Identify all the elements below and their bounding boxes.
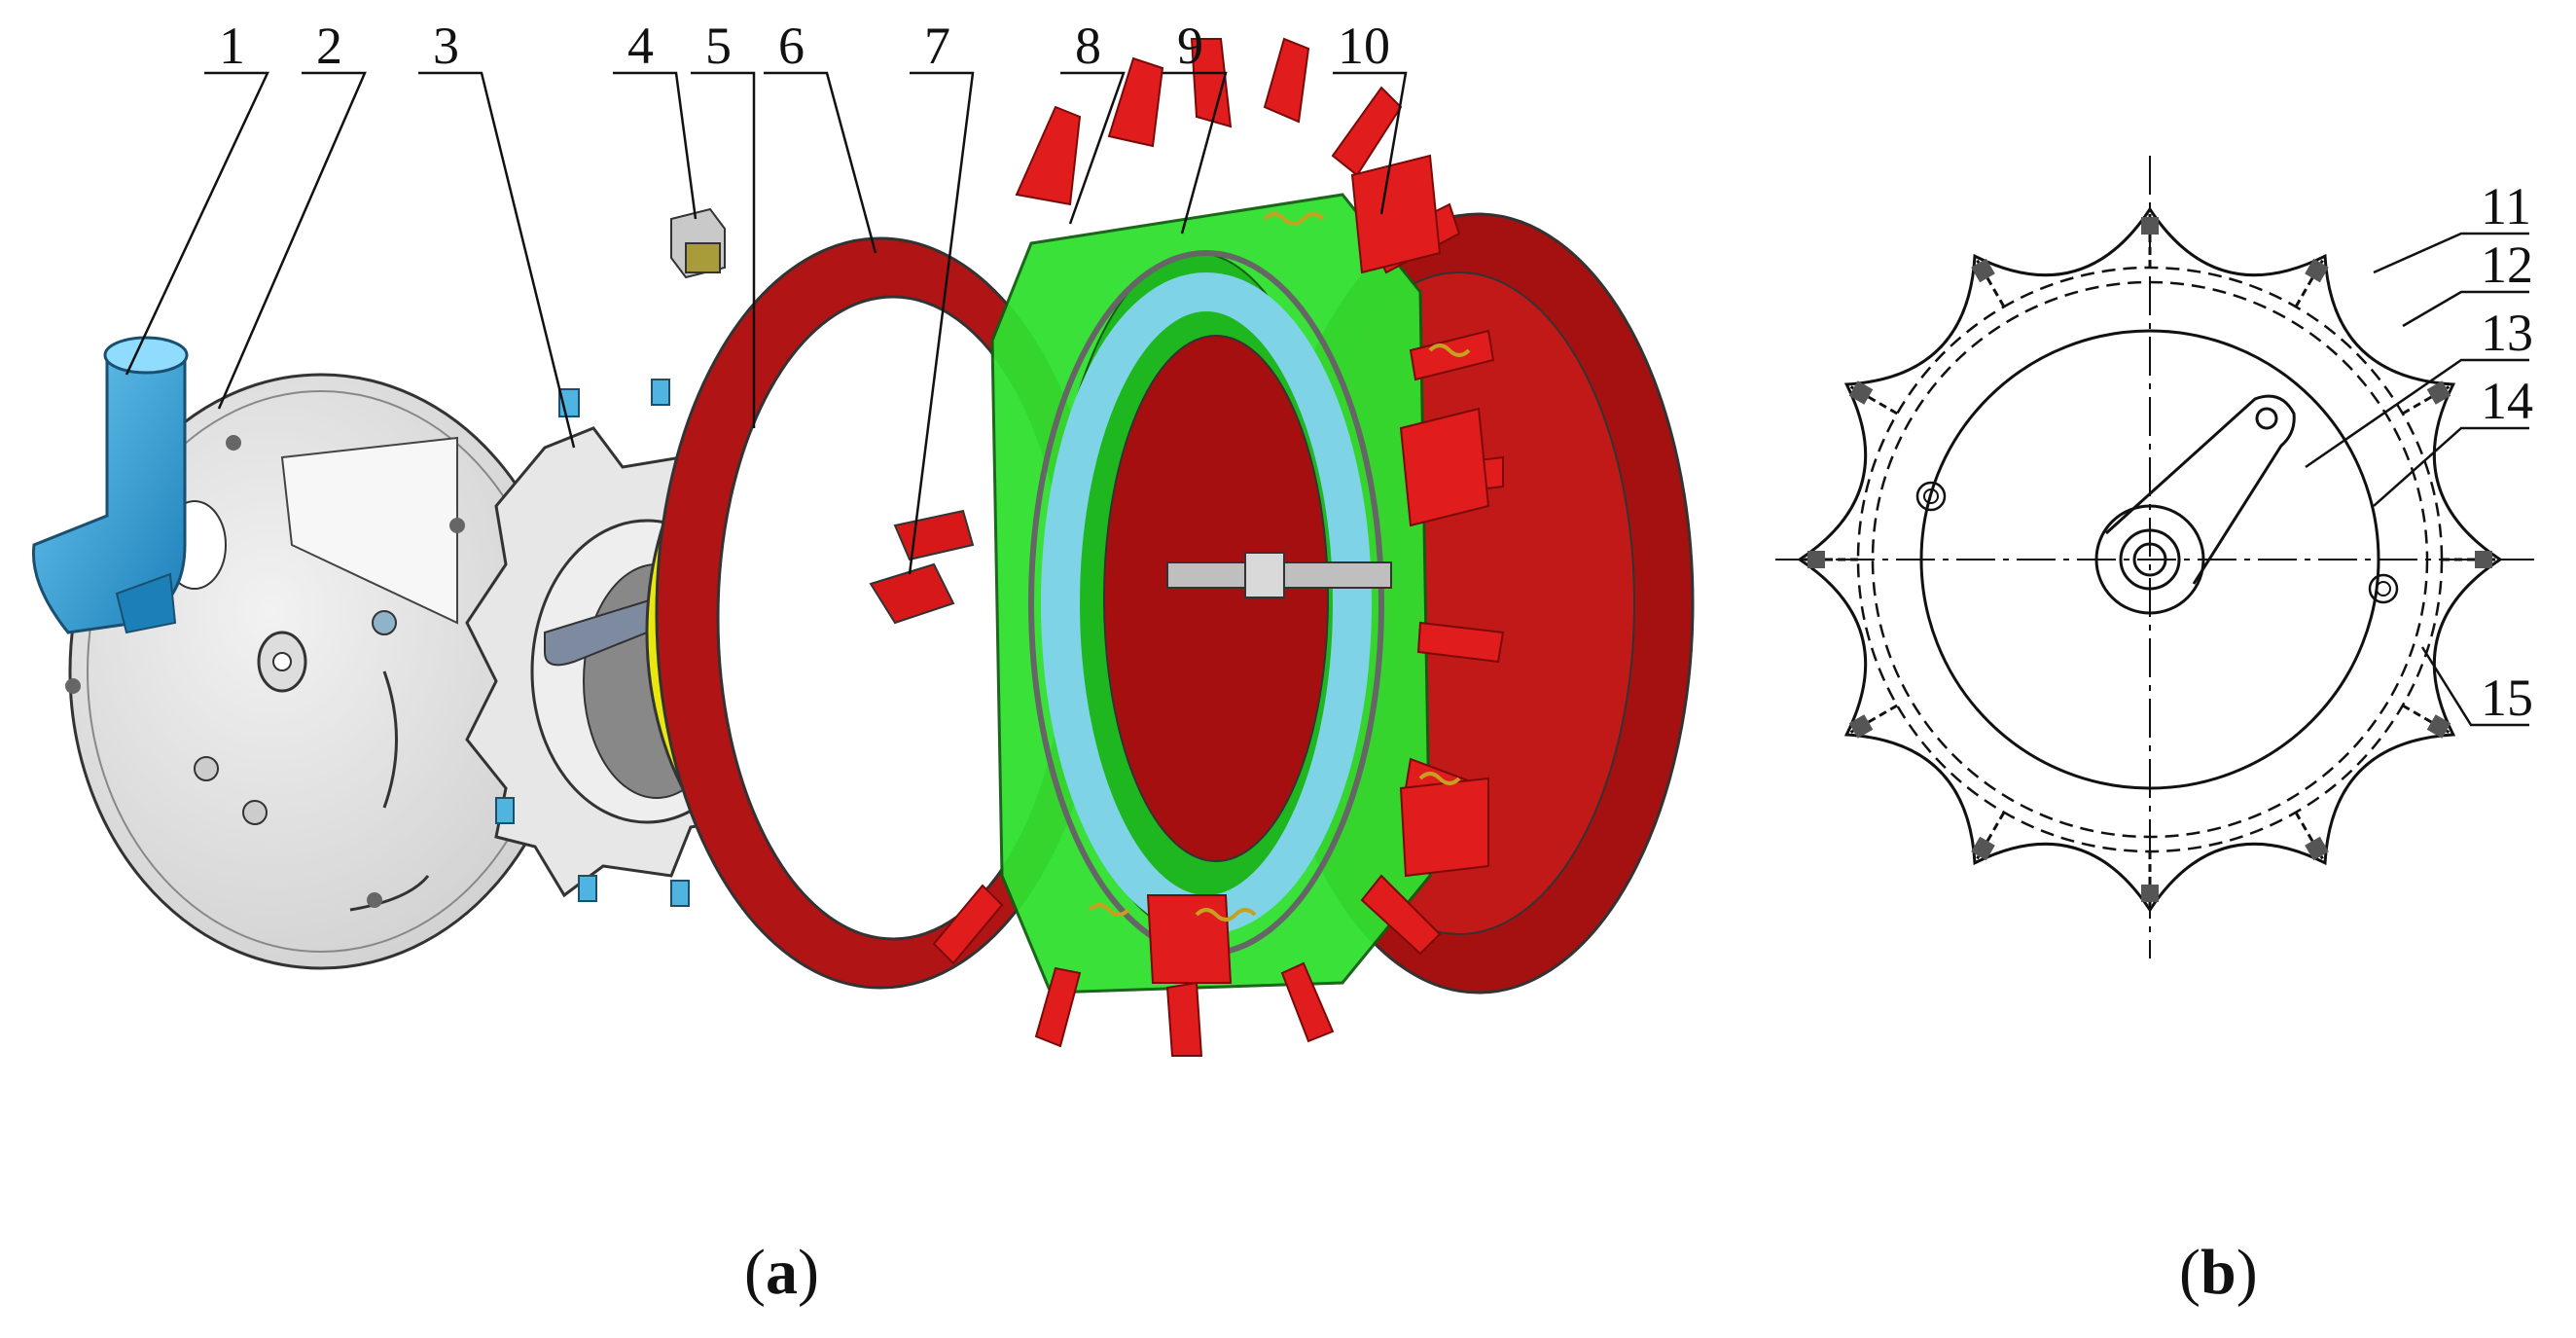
callout-10: 10 xyxy=(1338,17,1390,75)
caption-b: (b) xyxy=(2179,1236,2258,1310)
inner-red-fingers xyxy=(869,509,975,625)
slot-tab xyxy=(2305,836,2329,861)
springs xyxy=(1088,212,1471,922)
slot-tab xyxy=(2141,885,2159,902)
callout-12: 12 xyxy=(2481,235,2533,294)
caption-a-letter: a xyxy=(765,1237,798,1308)
callout-6: 6 xyxy=(778,17,805,75)
slot-tab xyxy=(2426,380,2451,405)
leader-lines-b xyxy=(2305,232,2529,727)
slot-tab xyxy=(2475,551,2492,568)
bolt-hole-right xyxy=(2368,573,2399,604)
callout-14: 14 xyxy=(2481,372,2533,430)
small-block-part xyxy=(670,207,726,279)
slot-tab xyxy=(2141,217,2159,235)
panel-a-exploded-view: 1 2 3 4 5 6 7 8 9 10 xyxy=(31,17,1695,1057)
housing-disc xyxy=(65,373,574,970)
leader-lines-a xyxy=(125,71,1408,575)
caption-b-close: ) xyxy=(2236,1237,2258,1308)
hub-middle xyxy=(2119,528,2181,591)
caption-b-open: ( xyxy=(2179,1237,2200,1308)
arm-pin xyxy=(2255,407,2278,430)
radial-slots xyxy=(1805,214,2495,905)
bolt-hole-right-inner xyxy=(2376,581,2391,597)
inlet-pipe xyxy=(31,336,189,634)
callout-numbers-a: 1 2 3 4 5 6 7 8 9 10 xyxy=(219,17,1390,75)
callout-1: 1 xyxy=(219,17,245,75)
bolt-hole-left xyxy=(1915,481,1947,512)
callout-numbers-b: 11 12 13 14 15 xyxy=(2481,177,2533,727)
caption-a-close: ) xyxy=(797,1237,819,1308)
callout-15: 15 xyxy=(2481,669,2533,727)
caption-a: (a) xyxy=(744,1236,819,1310)
callout-2: 2 xyxy=(316,17,342,75)
bolt-hole-left-inner xyxy=(1923,488,1939,504)
callout-8: 8 xyxy=(1075,17,1101,75)
red-picking-fingers xyxy=(932,37,1505,1057)
panel-b-line-drawing xyxy=(1775,156,2534,958)
callout-7: 7 xyxy=(924,17,950,75)
slot-tab xyxy=(2305,258,2329,283)
inner-solid-circle xyxy=(1919,329,2380,790)
caption-b-letter: b xyxy=(2200,1237,2236,1308)
slot-tab xyxy=(1971,258,1995,283)
callout-13: 13 xyxy=(2481,304,2533,362)
hub-outer xyxy=(2094,504,2205,615)
caption-a-open: ( xyxy=(744,1237,766,1308)
callout-5: 5 xyxy=(705,17,732,75)
shaft xyxy=(1166,552,1392,598)
slot-tab xyxy=(1971,836,1995,861)
slot-tab xyxy=(2426,714,2451,739)
callout-9: 9 xyxy=(1177,17,1203,75)
slot-tab xyxy=(1848,714,1874,739)
scalloped-outer-profile xyxy=(1797,206,2503,913)
callout-3: 3 xyxy=(433,17,459,75)
slot-tab xyxy=(1807,551,1825,568)
dashed-circle-inner xyxy=(1871,280,2429,839)
slot-tab xyxy=(1848,380,1874,405)
callout-11: 11 xyxy=(2481,177,2531,235)
callout-4: 4 xyxy=(627,17,654,75)
hub-inner xyxy=(2132,542,2167,577)
crank-arm xyxy=(2104,394,2296,585)
